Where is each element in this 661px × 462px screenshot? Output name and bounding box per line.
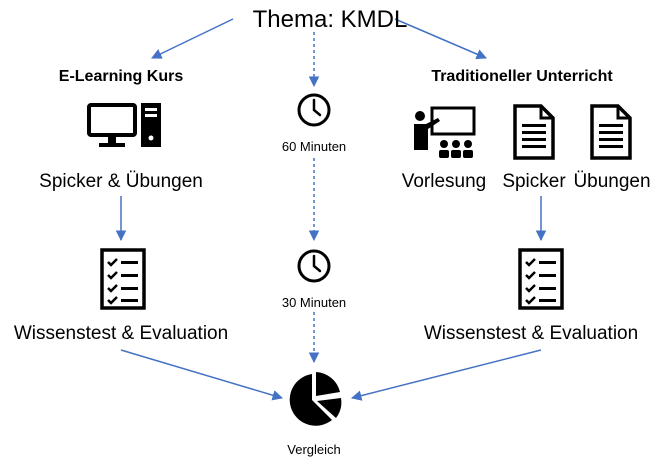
clock-icon <box>297 249 331 283</box>
right-item-lecture: Vorlesung <box>401 171 487 192</box>
document-icon <box>513 104 555 160</box>
duration-label-2: 30 Minuten <box>281 295 347 310</box>
left-test-label: Wissenstest & Evaluation <box>13 323 229 344</box>
arrow-title-to-left <box>151 18 234 59</box>
arrow-right-test-to-result <box>350 349 542 401</box>
right-item-exercises: Übungen <box>573 171 651 192</box>
computer-icon <box>87 103 161 147</box>
left-heading: E-Learning Kurs <box>58 68 184 85</box>
lecture-icon <box>414 106 476 158</box>
right-test-label: Wissenstest & Evaluation <box>423 323 639 344</box>
clock-icon <box>297 93 331 127</box>
left-materials-label: Spicker & Übungen <box>39 171 203 192</box>
result-label: Vergleich <box>287 442 341 457</box>
checklist-icon <box>518 248 564 310</box>
arrow-left-test-to-result <box>120 349 284 401</box>
pie-chart-icon <box>289 372 342 426</box>
duration-label-1: 60 Minuten <box>281 139 347 154</box>
diagram-title: Thema: KMDL <box>252 6 408 33</box>
checklist-icon <box>100 248 146 310</box>
right-item-cheatsheet: Spicker <box>502 171 566 192</box>
document-icon <box>590 104 632 160</box>
arrow-title-to-right <box>394 18 487 60</box>
right-heading: Traditioneller Unterricht <box>431 68 613 85</box>
